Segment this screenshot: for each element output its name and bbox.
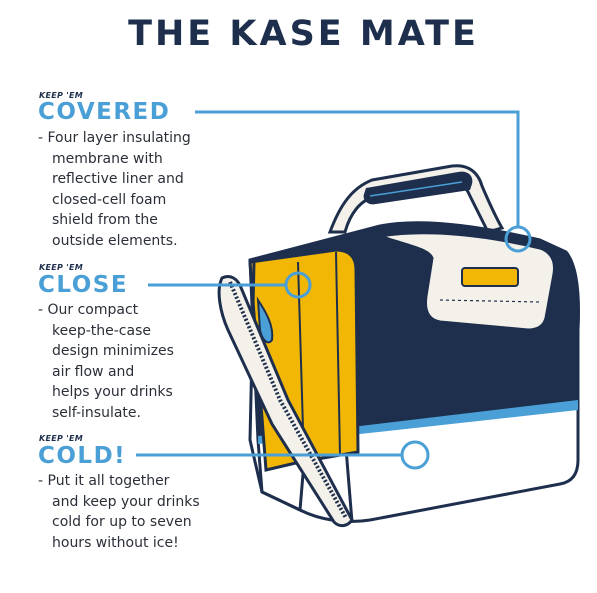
description-line: reflective liner and — [52, 171, 184, 187]
description-line: helps your drinks — [52, 384, 173, 400]
callout-close — [148, 271, 312, 299]
section-close-kicker: KEEP 'EM — [39, 263, 84, 272]
section-close-description: - Our compact keep-the-case design minim… — [38, 300, 238, 423]
section-close-heading: CLOSE — [38, 272, 129, 298]
zipper — [228, 281, 348, 519]
section-covered-description: - Four layer insulating membrane with re… — [38, 128, 238, 251]
page-title: THE KASE MATE — [128, 14, 479, 54]
section-covered-kicker: KEEP 'EM — [39, 91, 84, 100]
callout-covered — [195, 110, 532, 253]
description-line: outside elements. — [52, 232, 178, 249]
section-cold-kicker: KEEP 'EM — [39, 434, 84, 443]
callout-cold — [136, 440, 430, 470]
logo-patch — [461, 267, 519, 287]
section-cold-description: - Put it all together and keep your drin… — [38, 471, 238, 553]
description-line: air flow and — [52, 363, 135, 380]
description-line: shield from the — [52, 212, 158, 228]
description-line: membrane with — [52, 150, 163, 167]
description-line: keep-the-case — [52, 322, 151, 339]
description-line: - Put it all together — [38, 473, 170, 489]
description-line: and keep your drinks — [52, 493, 200, 510]
description-line: - Our compact — [38, 302, 139, 318]
section-covered-heading: COVERED — [38, 99, 171, 125]
description-line: cold for up to seven — [52, 514, 192, 530]
description-line: closed-cell foam — [52, 191, 167, 208]
description-line: - Four layer insulating — [38, 130, 191, 146]
description-line: design minimizes — [52, 343, 174, 359]
description-line: hours without ice! — [52, 534, 179, 551]
description-line: self-insulate. — [52, 404, 141, 421]
section-cold-heading: COLD! — [38, 443, 127, 469]
